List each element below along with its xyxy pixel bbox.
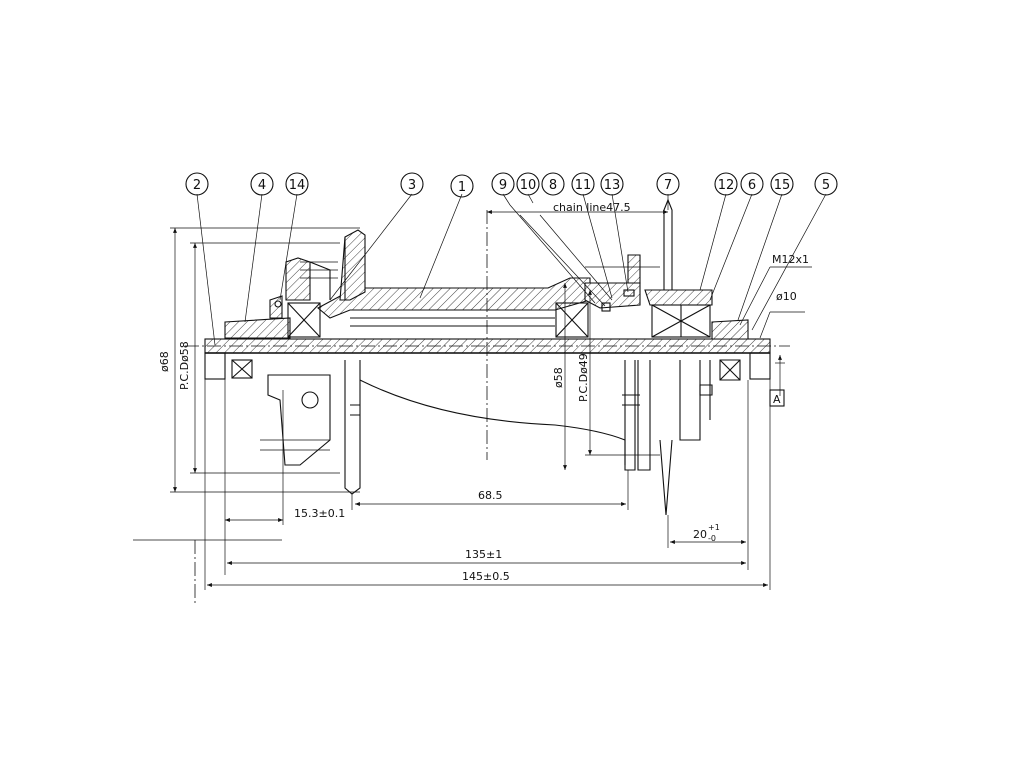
- svg-text:7: 7: [664, 178, 672, 193]
- svg-text:10: 10: [520, 178, 537, 193]
- balloon-1: 1: [450, 174, 474, 198]
- lower-half-outline: [231, 359, 741, 495]
- dimension-lines: [133, 210, 812, 605]
- balloon-7: 7: [656, 172, 680, 196]
- left-bearing: [287, 302, 321, 338]
- cog-carrier-section: [644, 289, 713, 306]
- balloon-8: 8: [541, 172, 565, 196]
- svg-text:14: 14: [289, 178, 306, 193]
- axle-dia-label: ø10: [776, 290, 797, 303]
- seal-ring: [623, 289, 635, 297]
- left-cone-section: [224, 317, 291, 339]
- svg-text:13: 13: [604, 178, 621, 193]
- balloon-2: 2: [185, 172, 209, 196]
- thread-label: M12x1: [772, 253, 809, 266]
- axle-end-left: [204, 352, 226, 380]
- balloon-3: 3: [400, 172, 424, 196]
- flange-spacing-label: 68.5: [478, 489, 503, 502]
- cog-offset-upper-tol: +1: [708, 523, 720, 532]
- svg-text:9: 9: [499, 178, 507, 193]
- axle-end-right: [749, 352, 771, 380]
- balloon-12: 12: [714, 172, 738, 196]
- svg-text:15: 15: [774, 178, 791, 193]
- body-dia-label: ø58: [552, 367, 565, 388]
- svg-text:11: 11: [575, 178, 592, 193]
- oln-label: 135±1: [465, 548, 502, 561]
- balloon-11: 11: [571, 172, 595, 196]
- datum-box: [769, 389, 785, 407]
- balloon-4: 4: [250, 172, 274, 196]
- flange-offset-label: 15.3±0.1: [294, 507, 345, 520]
- balloons: 2 4 14 3 1 9 10 8 11 13 7 12 6 15 5: [185, 172, 838, 198]
- flange-pcd-label: P.C.Dø58: [178, 341, 191, 390]
- cog-offset-lower-tol: -0: [708, 534, 716, 543]
- svg-text:8: 8: [549, 178, 557, 193]
- balloon-15: 15: [770, 172, 794, 196]
- outer-dia-label: ø68: [158, 351, 171, 372]
- datum-label: A: [773, 393, 781, 406]
- axle-length-label: 145±0.5: [462, 570, 510, 583]
- balloon-9: 9: [491, 172, 515, 196]
- svg-text:6: 6: [748, 178, 756, 193]
- right-inner-bearing: [555, 302, 589, 338]
- axle-section: [204, 338, 771, 354]
- balloon-13: 13: [600, 172, 624, 196]
- ball-retainer: [601, 302, 611, 312]
- chain-line-label: chain line47.5: [553, 201, 631, 214]
- leader-lines: [196, 193, 827, 346]
- oil-hole: [274, 300, 282, 308]
- svg-text:3: 3: [408, 178, 416, 193]
- balloon-6: 6: [740, 172, 764, 196]
- left-flange-section: [339, 229, 366, 301]
- left-freewheel-section: [285, 257, 311, 301]
- cog-tooth-lower: [659, 439, 673, 516]
- cog-offset-label: 20: [693, 528, 707, 541]
- balloon-14: 14: [285, 172, 309, 196]
- svg-text:12: 12: [718, 178, 735, 193]
- dimension-labels: chain line47.5 M12x1 ø10 ø68 P.C.Dø58 ø5…: [158, 201, 809, 583]
- right-cone-section: [711, 319, 749, 340]
- svg-text:2: 2: [193, 178, 201, 193]
- hub-section: [185, 198, 790, 516]
- svg-text:1: 1: [458, 180, 466, 195]
- svg-text:4: 4: [258, 178, 266, 193]
- svg-text:5: 5: [822, 178, 830, 193]
- cog-tooth: [663, 198, 673, 291]
- cog-pcd-label: P.C.Dø49: [577, 353, 590, 402]
- balloon-10: 10: [516, 172, 540, 196]
- balloon-5: 5: [814, 172, 838, 196]
